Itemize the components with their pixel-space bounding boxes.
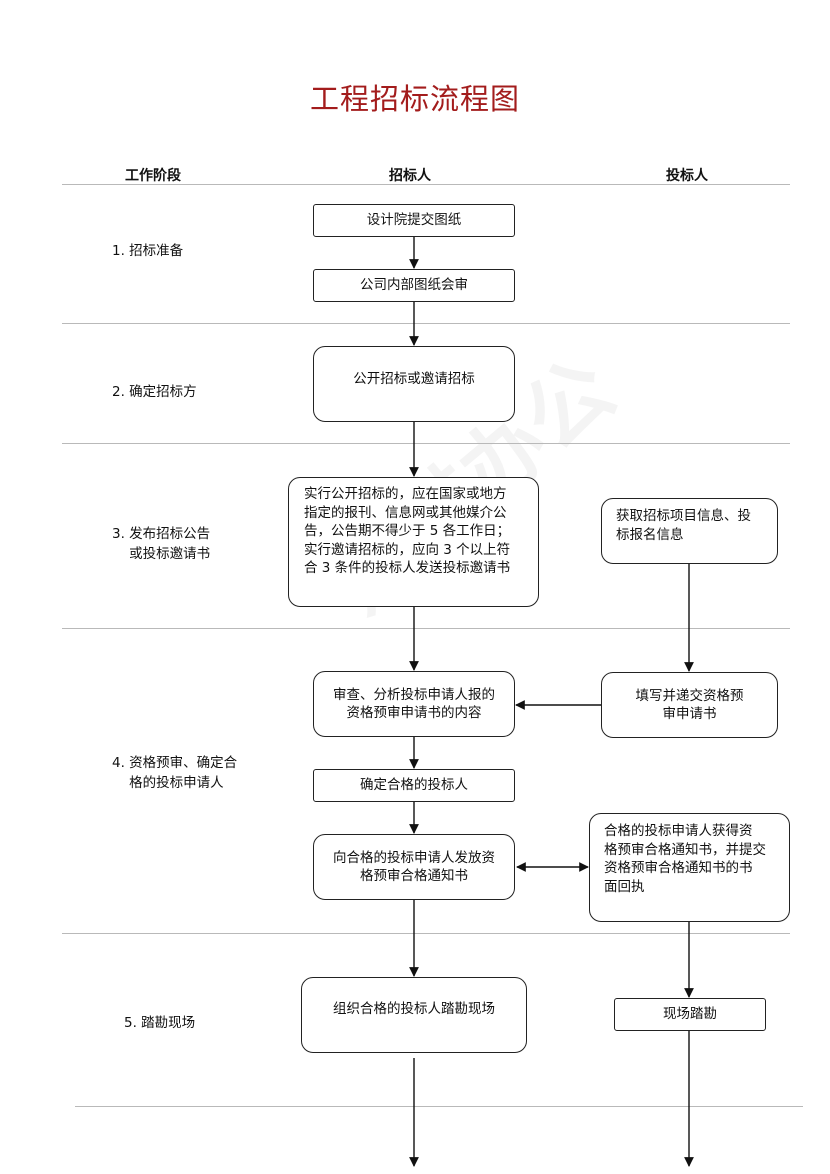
column-header-bidder: 投标人 <box>666 168 708 184</box>
box-design-submit: 设计院提交图纸 <box>313 204 515 237</box>
stage-label-3: 3. 发布招标公告 或投标邀请书 <box>112 526 211 562</box>
box-announce-rules: 实行公开招标的，应在国家或地方 指定的报刊、信息网或其他媒介公 告，公告期不得少… <box>288 477 539 607</box>
column-header-tenderer: 招标人 <box>389 168 431 184</box>
box-internal-review: 公司内部图纸会审 <box>313 269 515 302</box>
stage-label-5: 5. 踏勘现场 <box>124 1015 196 1031</box>
stage-divider-3 <box>62 628 790 629</box>
stage-label-1: 1. 招标准备 <box>112 243 184 259</box>
box-get-info: 获取招标项目信息、投 标报名信息 <box>601 498 778 564</box>
stage-divider-5 <box>75 1106 803 1107</box>
box-review-application: 审查、分析投标申请人报的 资格预审申请书的内容 <box>313 671 515 737</box>
column-header-stage: 工作阶段 <box>125 168 181 184</box>
stage-divider-4 <box>62 933 790 934</box>
stage-label-2: 2. 确定招标方 <box>112 384 197 400</box>
box-organize-site-visit: 组织合格的投标人踏勘现场 <box>301 977 527 1053</box>
box-receive-notice: 合格的投标申请人获得资 格预审合格通知书，并提交 资格预审合格通知书的书 面回执 <box>589 813 790 922</box>
stage-label-4: 4. 资格预审、确定合 格的投标申请人 <box>112 755 238 791</box>
box-send-notice: 向合格的投标申请人发放资 格预审合格通知书 <box>313 834 515 900</box>
box-site-visit: 现场踏勘 <box>614 998 766 1031</box>
box-open-or-invite: 公开招标或邀请招标 <box>313 346 515 422</box>
box-fill-submit: 填写并递交资格预 审申请书 <box>601 672 778 738</box>
stage-divider-2 <box>62 443 790 444</box>
box-confirm-bidder: 确定合格的投标人 <box>313 769 515 802</box>
page-title: 工程招标流程图 <box>309 82 520 116</box>
stage-divider-1 <box>62 323 790 324</box>
header-divider <box>62 184 790 185</box>
